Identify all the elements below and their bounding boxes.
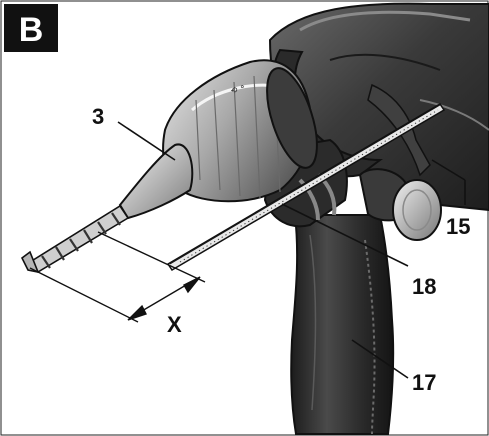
callout-drilling-depth: X (167, 312, 182, 337)
drill-bit (20, 204, 130, 274)
panel-letter: B (19, 11, 44, 49)
callout-auxiliary-handle-clamp: 15 (446, 214, 470, 239)
panel-label: B (4, 4, 58, 52)
depth-stop-rod (166, 102, 446, 272)
callout-auxiliary-handle: 17 (412, 370, 436, 395)
callout-drill-chuck: 3 (92, 104, 104, 129)
panel-label-box (4, 4, 58, 52)
clamp-knob (358, 168, 442, 241)
chuck-nose (118, 143, 194, 220)
drill-grip (290, 214, 395, 435)
callout-depth-stop: 18 (412, 274, 436, 299)
drill-chuck: ⟲ ⚬ (162, 59, 318, 203)
dimension-x (29, 231, 206, 323)
leader-lines (117, 121, 466, 379)
